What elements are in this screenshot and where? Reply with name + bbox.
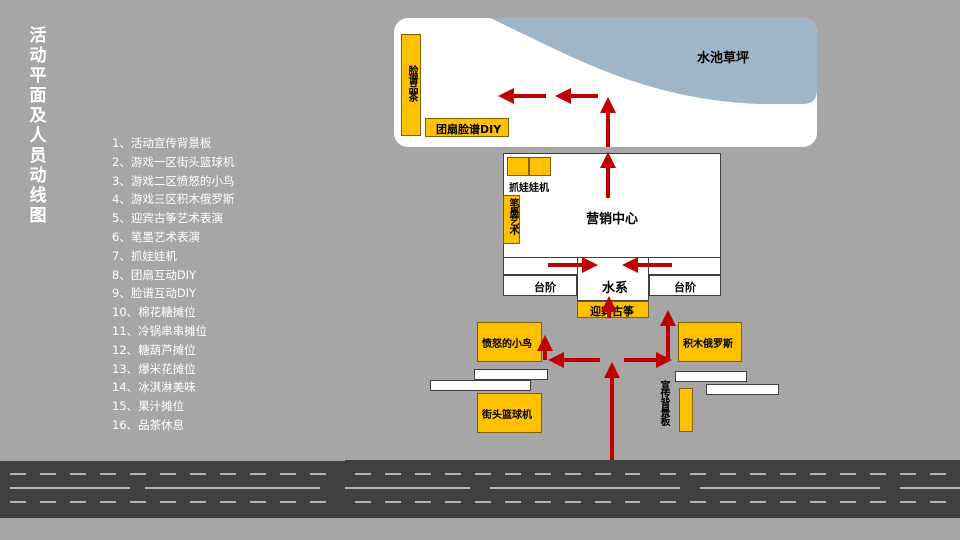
- pond-lawn-label: 水池草坪: [697, 51, 750, 66]
- legend-item: 11、冷锅串串摊位: [112, 323, 208, 338]
- stall-box: [675, 371, 747, 382]
- promo-board-label: 宣传背景板: [658, 380, 669, 425]
- ink-art-booth: 笔墨艺术: [503, 195, 520, 244]
- legend-item: 1、活动宣传背景板: [112, 136, 212, 150]
- legend-item: 15、果汁摊位: [112, 399, 185, 414]
- claw-machine-label: 抓娃娃机: [509, 183, 549, 194]
- legend-item: 10、棉花糖摊位: [112, 305, 196, 320]
- legend-item: 8、团扇互动DIY: [112, 267, 197, 282]
- claw-machine-box: [507, 157, 529, 176]
- legend-list: 1、活动宣传背景板 2、游戏一区街头篮球机 3、游戏二区愤怒的小鸟 4、游戏三区…: [112, 134, 234, 435]
- stall-box: [474, 369, 548, 380]
- pond-area: [490, 18, 817, 104]
- claw-machine-box: [529, 157, 551, 176]
- legend-item: 7、抓娃娃机: [112, 248, 177, 263]
- page-title: 活动平面及人员动线图: [29, 26, 47, 226]
- sales-center-label: 营销中心: [586, 212, 639, 227]
- legend-item: 9、脸谱互动DIY: [112, 286, 197, 301]
- legend-item: 13、爆米花摊位: [112, 361, 196, 376]
- fan-face-diy-booth: 团扇脸谱DIY: [425, 118, 509, 137]
- face-mask-tea-booth: 脸谱品茶: [401, 34, 421, 136]
- stall-box: [706, 384, 779, 395]
- stall-box: [430, 380, 531, 391]
- legend-item: 16、品茶休息: [112, 417, 185, 432]
- road-markings: [10, 473, 960, 503]
- legend-item: 3、游戏二区愤怒的小鸟: [112, 173, 235, 188]
- legend-item: 12、糖葫芦摊位: [112, 342, 196, 357]
- legend-item: 6、笔墨艺术表演: [112, 229, 200, 244]
- road: [0, 460, 960, 518]
- angry-birds-zone: 愤怒的小鸟: [477, 322, 542, 362]
- legend-item: 5、迎宾古筝艺术表演: [112, 211, 223, 226]
- tetris-zone: 积木俄罗斯: [678, 322, 742, 362]
- promo-board: [679, 388, 693, 432]
- steps-left: 台阶: [503, 275, 577, 296]
- legend-item: 2、游戏一区街头篮球机: [112, 154, 235, 169]
- basketball-zone: 街头篮球机: [477, 393, 542, 433]
- steps-right: 台阶: [649, 275, 721, 296]
- legend-item: 4、游戏三区积木俄罗斯: [112, 192, 235, 207]
- legend-item: 14、冰淇淋美味: [112, 380, 196, 395]
